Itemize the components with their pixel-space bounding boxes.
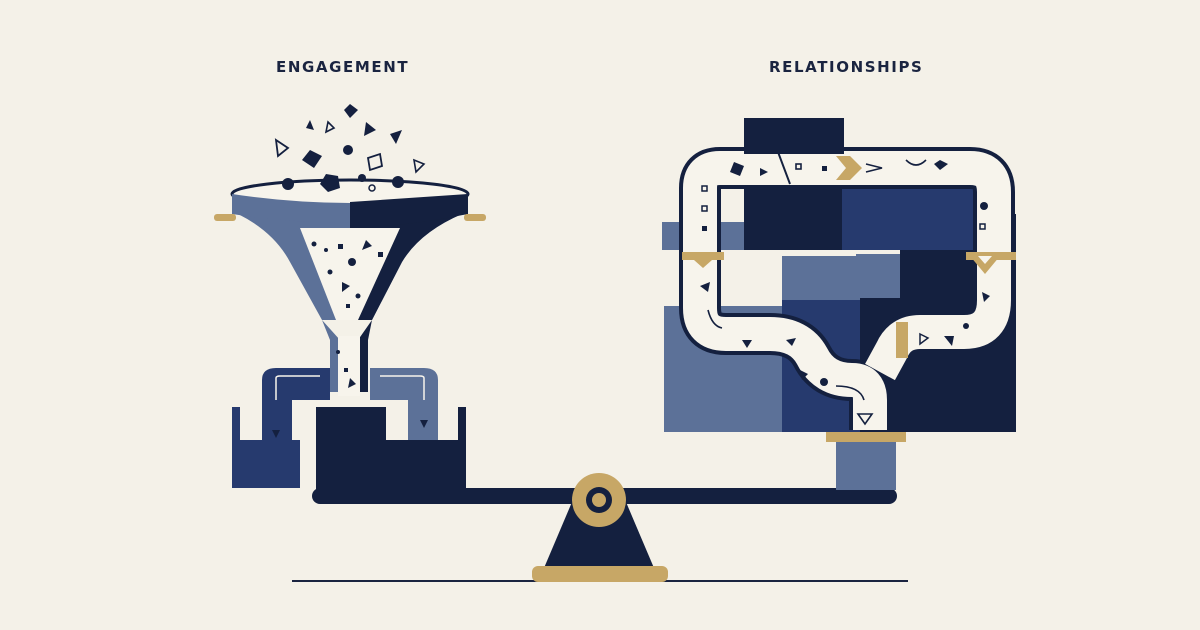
funnel-icon (214, 104, 486, 495)
pipe-maze-icon (662, 118, 1016, 490)
balance-scale-icon (292, 473, 908, 582)
engagement-label: ENGAGEMENT (276, 58, 410, 76)
relationships-label: RELATIONSHIPS (769, 58, 924, 76)
